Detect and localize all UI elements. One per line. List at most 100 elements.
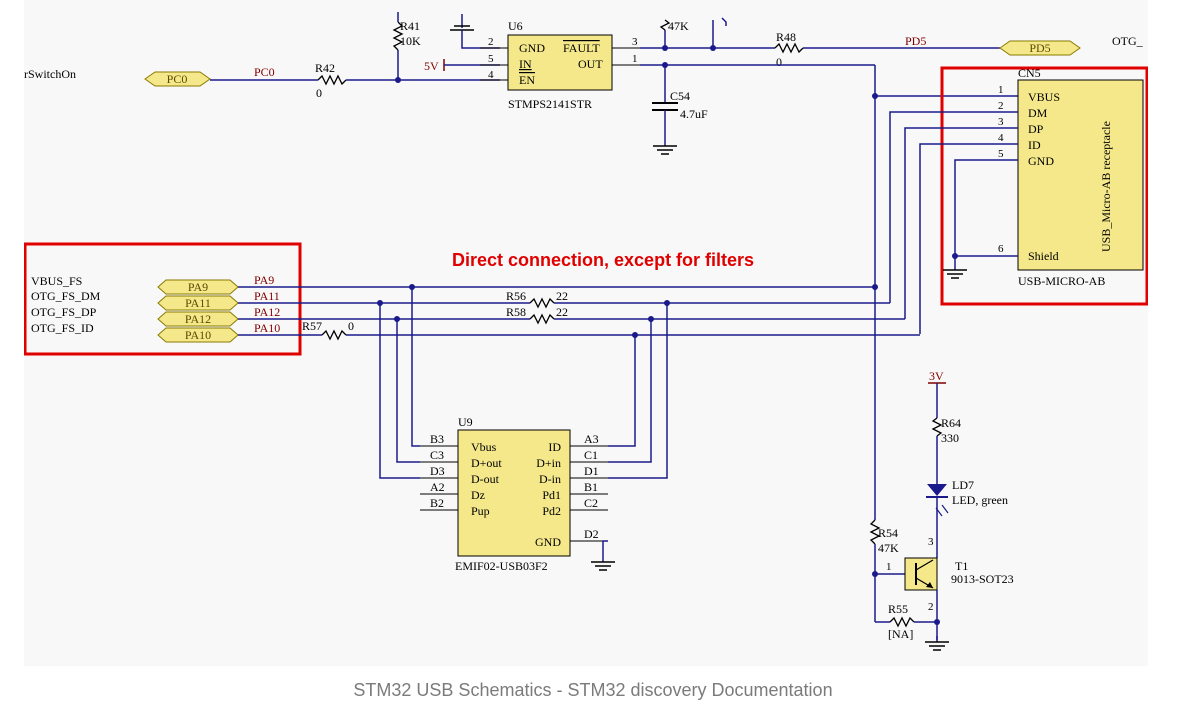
r48-ref: R48 bbox=[776, 30, 796, 44]
r58-value: 22 bbox=[556, 305, 568, 319]
r42-value: 0 bbox=[316, 86, 322, 100]
r41-resistor-icon bbox=[392, 21, 404, 51]
cn5-pin-dp: DP bbox=[1028, 122, 1044, 136]
u6-pin5-num: 5 bbox=[488, 53, 494, 65]
cn5-pin-id: ID bbox=[1028, 138, 1041, 152]
r54-ref: R54 bbox=[878, 526, 898, 540]
signal-otg-fs-dm: OTG_FS_DM bbox=[31, 289, 101, 303]
cn5-ref: CN5 bbox=[1018, 66, 1041, 80]
u9-pin-gnd: GND bbox=[535, 535, 561, 549]
u6-pin-out: OUT bbox=[578, 57, 603, 71]
cn5-pin1-num: 1 bbox=[998, 84, 1004, 96]
r57-ref: R57 bbox=[302, 319, 322, 333]
pc0-port-label: PC0 bbox=[167, 72, 188, 86]
u6-pin-en: EN bbox=[519, 73, 535, 87]
u9-pin-pd2: Pd2 bbox=[542, 504, 561, 518]
u9-ref: U9 bbox=[458, 415, 473, 429]
u6-pin-gnd: GND bbox=[519, 41, 545, 55]
r58-ref: R58 bbox=[506, 305, 526, 319]
ground-icon bbox=[450, 14, 474, 31]
u9-ic-body bbox=[457, 429, 571, 557]
cn5-part: USB-MICRO-AB bbox=[1018, 274, 1105, 288]
pd5-port-label: PD5 bbox=[1029, 41, 1050, 55]
r55-resistor-icon bbox=[889, 616, 915, 628]
u9-pin-pd1: Pd1 bbox=[542, 488, 561, 502]
cn5-pin-gnd: GND bbox=[1028, 154, 1054, 168]
pa9-net-label: PA9 bbox=[254, 273, 274, 287]
t1-part: 9013-SOT23 bbox=[951, 572, 1014, 586]
pa10-port: PA10 bbox=[157, 327, 239, 343]
r41-value: 10K bbox=[400, 34, 421, 48]
pc0-net-label: PC0 bbox=[254, 65, 275, 79]
u9-pin-dplus-out: D+out bbox=[471, 456, 502, 470]
u9-ball-d3: D3 bbox=[430, 464, 445, 478]
cn5-pin3-num: 3 bbox=[998, 116, 1004, 128]
c54-capacitor-icon bbox=[652, 102, 678, 111]
cn5-pin-vbus: VBUS bbox=[1028, 90, 1060, 104]
annotation-text: Direct connection, except for filters bbox=[452, 250, 754, 270]
pa11-net-label: PA11 bbox=[254, 289, 280, 303]
cn5-pin-dm: DM bbox=[1028, 106, 1048, 120]
u9-ball-d1: D1 bbox=[584, 464, 599, 478]
u9-ball-b2: B2 bbox=[430, 496, 444, 510]
u9-ball-c3: C3 bbox=[430, 448, 444, 462]
signal-otg-fs-dp: OTG_FS_DP bbox=[31, 305, 97, 319]
t1-pin3-num: 3 bbox=[928, 536, 934, 548]
u9-pin-dminus-out: D-out bbox=[471, 472, 500, 486]
u9-pin-dminus-in: D-in bbox=[539, 472, 561, 486]
u6-part: STMPS2141STR bbox=[508, 97, 592, 111]
cn5-pin5-num: 5 bbox=[998, 148, 1004, 160]
r57-value: 0 bbox=[348, 319, 354, 333]
u6-ic-body bbox=[507, 34, 613, 91]
t1-pin1-num: 1 bbox=[886, 561, 892, 573]
ld7-value: LED, green bbox=[952, 493, 1008, 507]
u9-pin-dplus-in: D+in bbox=[536, 456, 561, 470]
u9-pin-vbus: Vbus bbox=[471, 440, 497, 454]
pa12-port-label: PA12 bbox=[185, 312, 211, 326]
r48-value: 0 bbox=[776, 55, 782, 69]
u9-pin-id: ID bbox=[548, 440, 561, 454]
u9-part: EMIF02-USB03F2 bbox=[455, 559, 548, 573]
switch-on-label: rSwitchOn bbox=[24, 67, 76, 81]
u6-ref: U6 bbox=[508, 19, 523, 33]
u6-pin-fault: FAULT bbox=[563, 41, 600, 55]
schematic-canvas: rSwitchOn PC0 PC0 R42 0 R41 10K 5V U6 GN… bbox=[23, 0, 1149, 666]
pa10-port-label: PA10 bbox=[185, 328, 211, 342]
r58-resistor-icon bbox=[529, 313, 555, 325]
r55-value: [NA] bbox=[888, 627, 913, 641]
r48-resistor-icon bbox=[774, 42, 804, 54]
u6-pin-in: IN bbox=[519, 57, 532, 71]
schematic-svg: rSwitchOn PC0 PC0 R42 0 R41 10K 5V U6 GN… bbox=[23, 12, 1149, 651]
cn5-pin-shield: Shield bbox=[1028, 249, 1059, 263]
pa12-port: PA12 bbox=[157, 311, 239, 327]
cn5-pin4-num: 4 bbox=[998, 132, 1004, 144]
cn5-vertical-label: USB_Micro-AB receptacle bbox=[1099, 121, 1113, 252]
ground-icon bbox=[590, 555, 616, 571]
r64-resistor-icon bbox=[931, 417, 943, 437]
r42-resistor-icon bbox=[317, 74, 347, 86]
u6-pin4-num: 4 bbox=[488, 69, 494, 81]
signal-otg-fs-id: OTG_FS_ID bbox=[31, 321, 94, 335]
u9-ball-a3: A3 bbox=[584, 432, 599, 446]
ground-icon bbox=[942, 263, 968, 279]
u9-pin-pup: Pup bbox=[471, 504, 490, 518]
u6-pin2-num: 2 bbox=[488, 36, 494, 48]
r64-ref: R64 bbox=[941, 416, 961, 430]
pd5-port: PD5 bbox=[999, 40, 1081, 56]
cn5-connector-body bbox=[1017, 79, 1144, 271]
cn5-pin6-num: 6 bbox=[998, 243, 1004, 255]
r54-value: 47K bbox=[878, 541, 899, 555]
figure-caption: STM32 USB Schematics - STM32 discovery D… bbox=[353, 680, 833, 700]
pa11-port: PA11 bbox=[157, 295, 239, 311]
t1-pin2-num: 2 bbox=[928, 601, 934, 613]
pc0-port: PC0 bbox=[144, 71, 211, 87]
r42-ref: R42 bbox=[315, 61, 335, 75]
u9-ball-a2: A2 bbox=[430, 480, 445, 494]
u9-ball-b1: B1 bbox=[584, 480, 598, 494]
pa11-port-label: PA11 bbox=[185, 296, 211, 310]
r64-value: 330 bbox=[941, 431, 959, 445]
ground-icon bbox=[924, 635, 950, 651]
t1-ref: T1 bbox=[955, 559, 968, 573]
r41-ref: R41 bbox=[400, 19, 420, 33]
r57-resistor-icon bbox=[321, 329, 347, 341]
